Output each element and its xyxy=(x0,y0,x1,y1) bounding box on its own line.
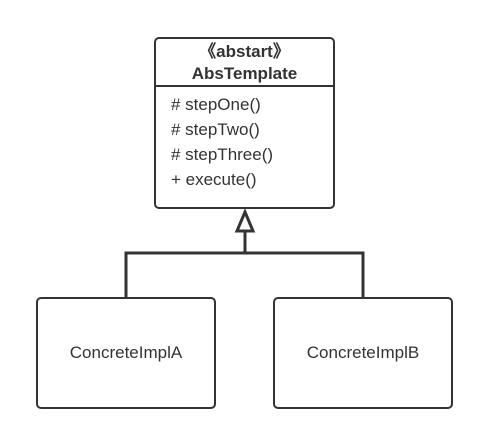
class-header: 《abstart》 AbsTemplate xyxy=(156,39,333,87)
class-stereotype: 《abstart》 xyxy=(199,42,290,61)
method-step-one: # stepOne() xyxy=(171,95,261,114)
class-name-impl-b: ConcreteImplB xyxy=(306,343,420,362)
generalization-arrowhead-icon xyxy=(234,208,256,233)
method-step-three: # stepThree() xyxy=(171,145,274,164)
connector-impl-b xyxy=(245,251,365,297)
abstract-class-abstemplate: 《abstart》 AbsTemplate # stepOne() # step… xyxy=(154,37,335,209)
class-name-impl-a: ConcreteImplA xyxy=(69,343,183,362)
connector-impl-a xyxy=(124,231,247,297)
method-step-two: # stepTwo() xyxy=(171,120,260,139)
concrete-class-impl-a: ConcreteImplA xyxy=(36,297,216,409)
concrete-class-impl-b: ConcreteImplB xyxy=(273,297,453,409)
class-name: AbsTemplate xyxy=(191,64,298,83)
method-execute: + execute() xyxy=(171,170,257,189)
method-list: # stepOne() # stepTwo() # stepThree() + … xyxy=(156,87,333,192)
